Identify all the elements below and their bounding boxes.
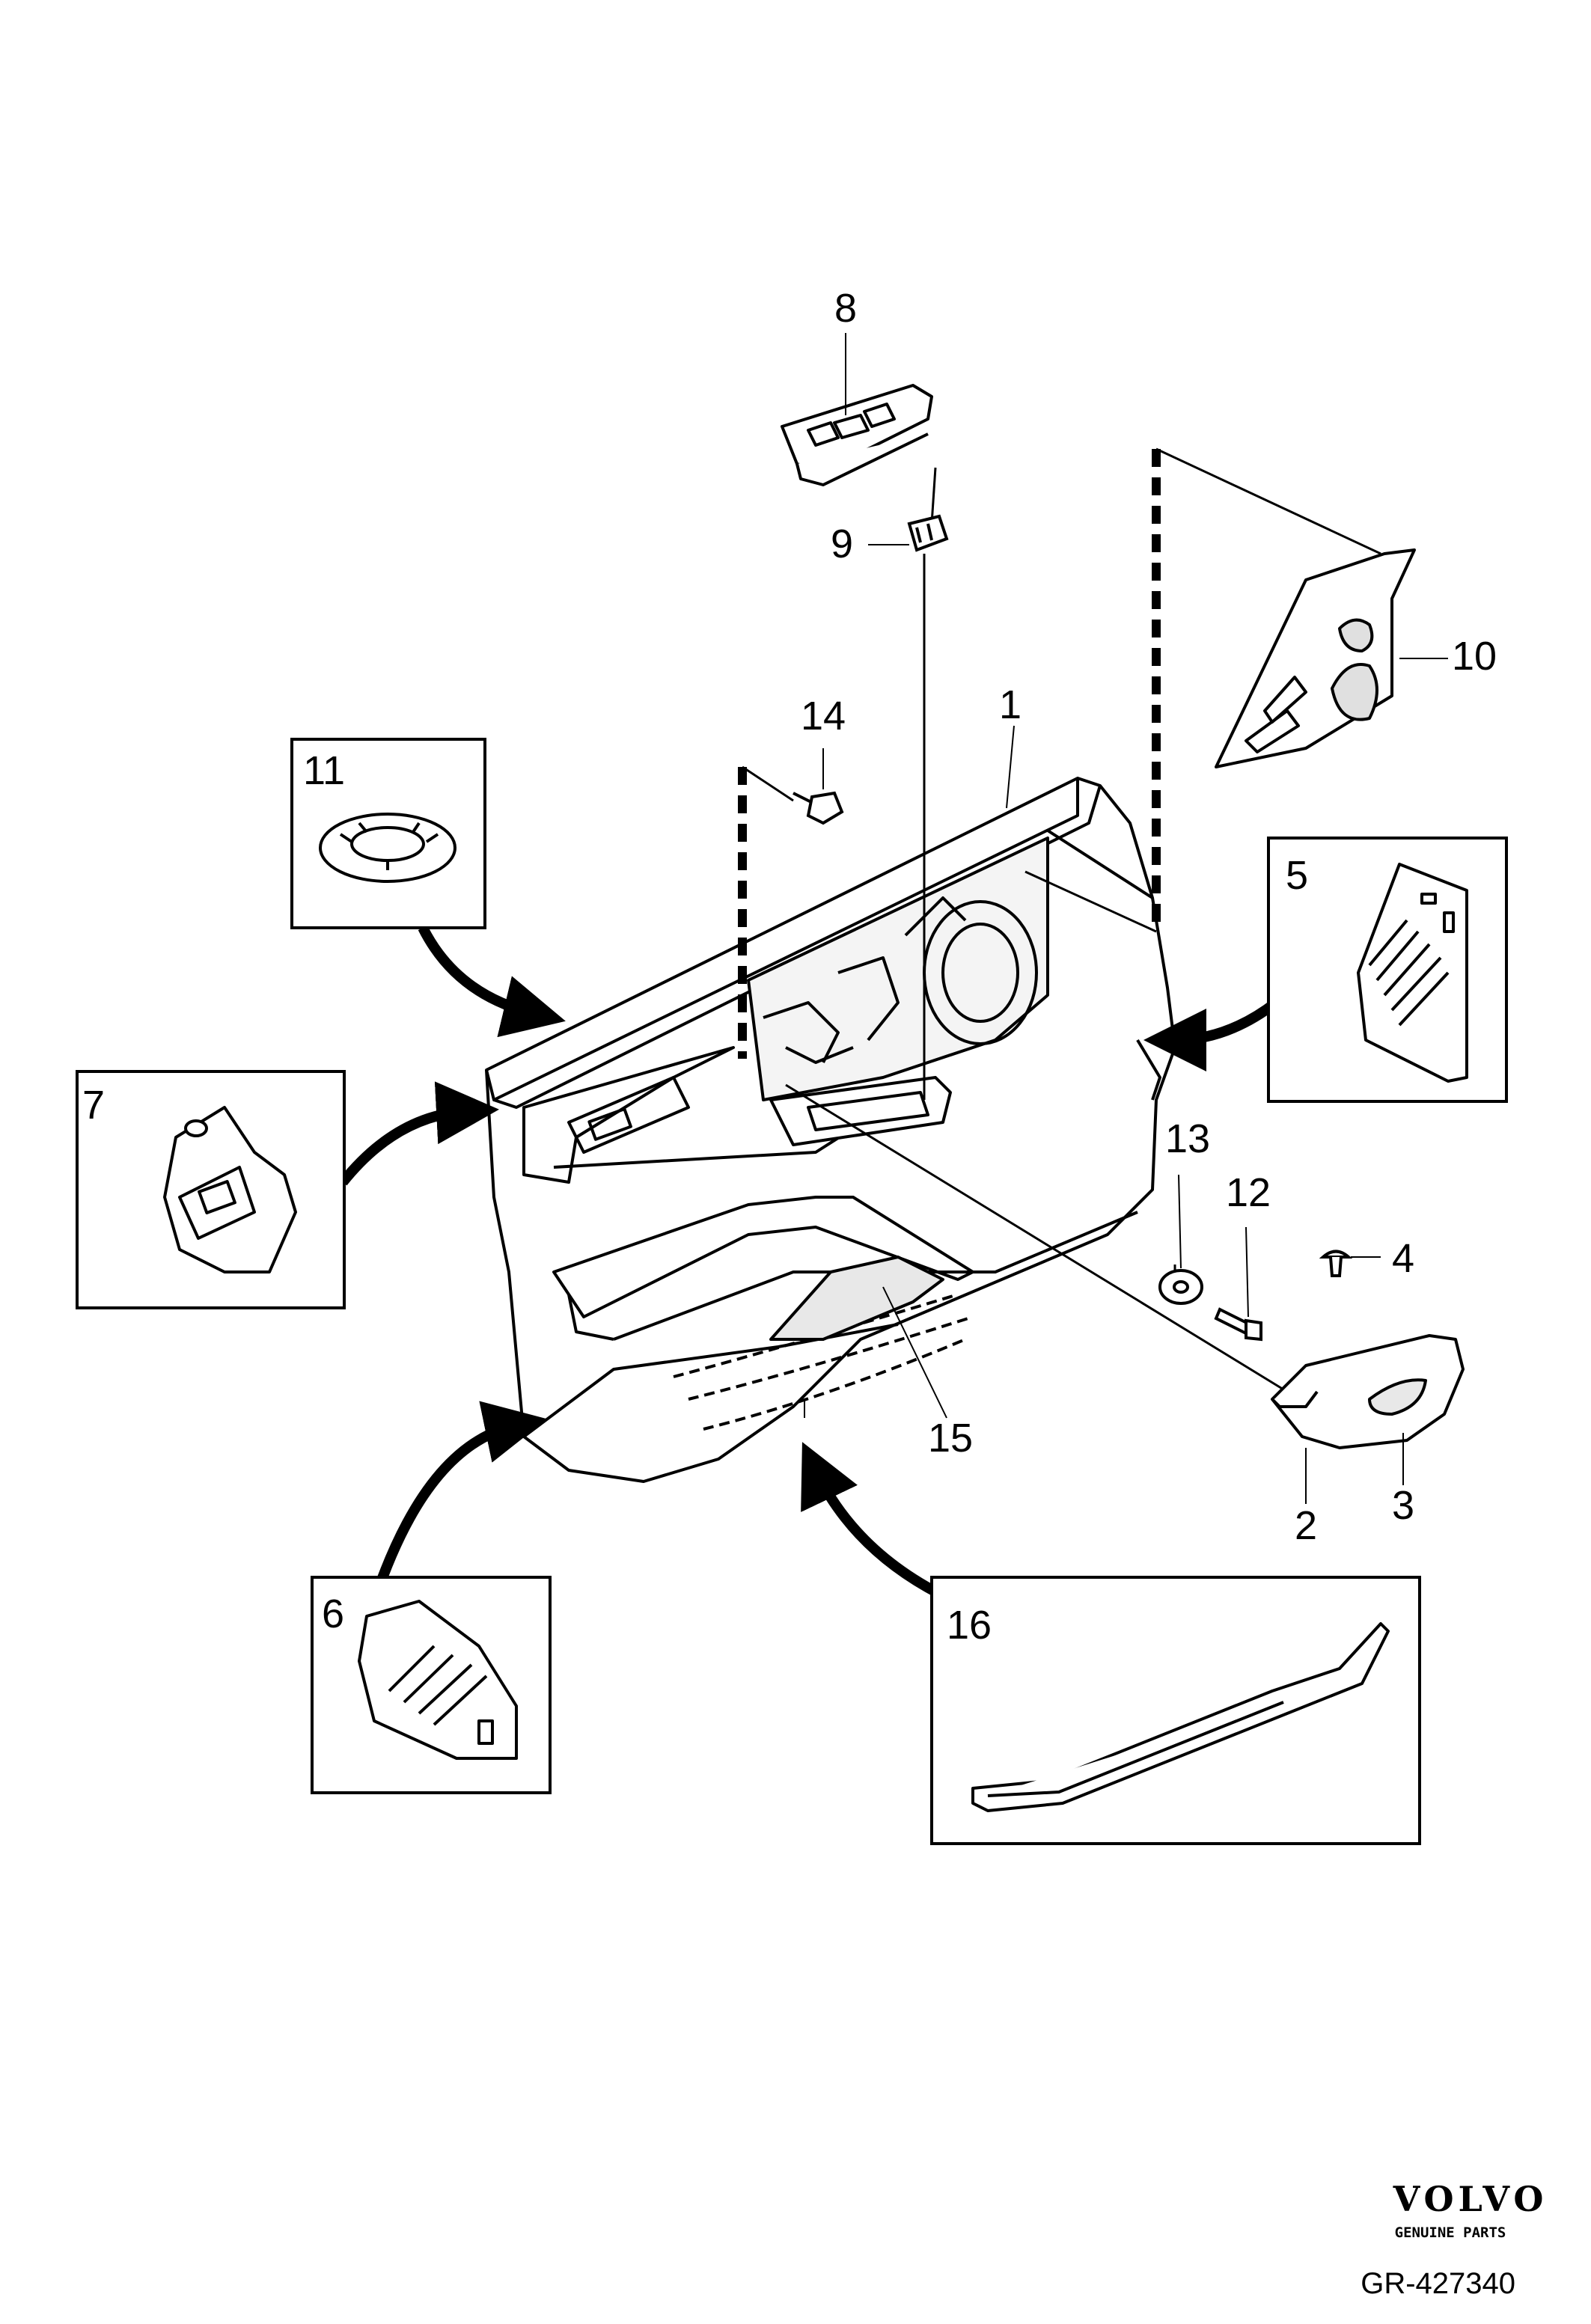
arrows bbox=[338, 925, 1280, 1603]
callout-12: 12 bbox=[1226, 1170, 1271, 1215]
callout-7: 7 bbox=[82, 1083, 105, 1128]
inset-box-7 bbox=[76, 1070, 346, 1309]
screw-part-14 bbox=[793, 791, 844, 825]
callout-9: 9 bbox=[831, 522, 853, 566]
callout-10: 10 bbox=[1452, 634, 1497, 679]
callout-13: 13 bbox=[1165, 1116, 1210, 1161]
callout-1: 1 bbox=[999, 682, 1022, 727]
diagram-reference: GR-427340 bbox=[1361, 2267, 1515, 2300]
volvo-logo: VOLVO bbox=[1393, 2179, 1548, 2219]
inset-box-5 bbox=[1267, 837, 1508, 1103]
genuine-parts-tagline: GENUINE PARTS bbox=[1395, 2224, 1506, 2241]
callout-2: 2 bbox=[1295, 1503, 1317, 1548]
callout-labels: 1 2 3 4 5 6 7 8 9 10 11 12 13 14 15 16 bbox=[82, 286, 1497, 1648]
callout-16: 16 bbox=[947, 1603, 992, 1648]
push-pin-part-4 bbox=[1319, 1250, 1353, 1277]
callout-5: 5 bbox=[1286, 853, 1308, 898]
window-switch-part bbox=[781, 384, 933, 486]
callout-4: 4 bbox=[1392, 1236, 1414, 1281]
callout-14: 14 bbox=[801, 694, 846, 739]
thin-assembly-lines bbox=[742, 447, 1381, 1393]
volvo-branding: VOLVO GENUINE PARTS GR-427340 bbox=[1361, 2179, 1548, 2300]
callout-6: 6 bbox=[322, 1591, 344, 1636]
dashed-assembly-lines bbox=[738, 449, 1161, 1059]
callout-3: 3 bbox=[1392, 1483, 1414, 1528]
callout-11: 11 bbox=[303, 748, 345, 793]
leader-lines bbox=[804, 333, 1448, 1504]
corner-trim-part bbox=[1215, 548, 1416, 768]
door-panel bbox=[485, 777, 1176, 1483]
inset-box-11 bbox=[290, 738, 486, 929]
callout-15: 15 bbox=[928, 1416, 973, 1461]
door-handle-part bbox=[1271, 1334, 1465, 1449]
washer-part-13 bbox=[1158, 1269, 1203, 1305]
clip-part-9 bbox=[907, 514, 949, 552]
callout-8: 8 bbox=[834, 286, 857, 331]
inset-box-16 bbox=[930, 1576, 1421, 1845]
inset-box-6 bbox=[311, 1576, 552, 1794]
bolt-part-12 bbox=[1214, 1307, 1262, 1342]
